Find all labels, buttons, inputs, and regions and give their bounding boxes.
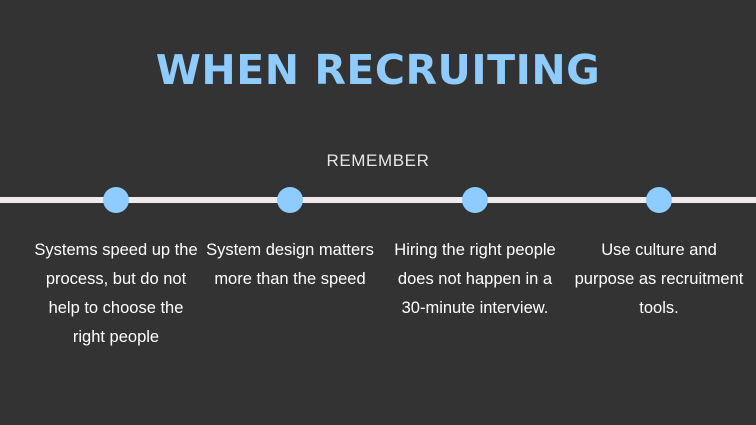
- timeline-step-4-text: Use culture and purpose as recruitment t…: [574, 241, 744, 317]
- timeline-step-1-text: Systems speed up the process, but do not…: [34, 241, 198, 346]
- timeline-node-3: [462, 187, 488, 213]
- timeline-caption: REMEMBER: [326, 151, 430, 170]
- timeline-node-2: [277, 187, 303, 213]
- timeline-line: [0, 197, 756, 203]
- timeline-node-4: [646, 187, 672, 213]
- page-title: WHEN RECRUITING: [155, 46, 601, 94]
- timeline-step-3-text: Hiring the right people does not happen …: [394, 241, 556, 317]
- timeline-step-2-text: System design matters more than the spee…: [206, 241, 374, 288]
- timeline-node-1: [103, 187, 129, 213]
